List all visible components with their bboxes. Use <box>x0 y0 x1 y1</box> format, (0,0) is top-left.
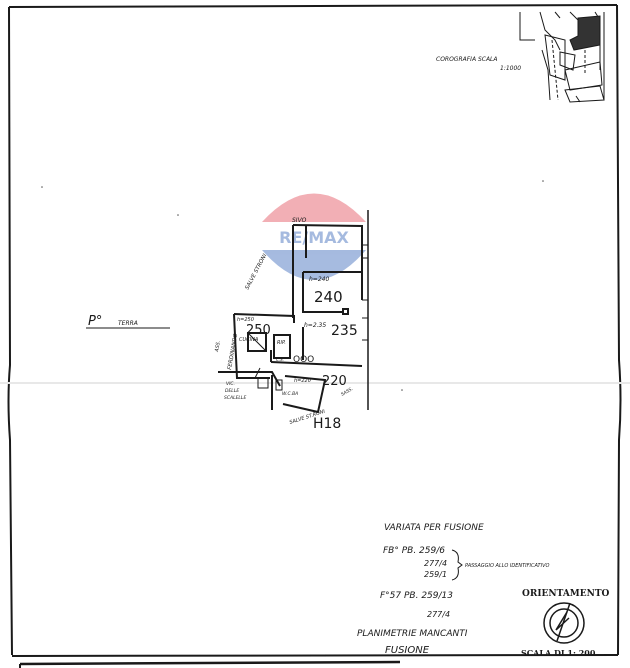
room-250-name: CUCINA <box>239 337 259 343</box>
note-line5: 277/4 <box>427 610 450 619</box>
note-bracket <box>451 549 463 581</box>
note-line2: 277/4 <box>424 559 447 568</box>
note-line7: FUSIONE <box>385 645 430 656</box>
street-sw-2: DELLE <box>225 388 239 394</box>
room-240-height: h=240 <box>309 276 329 283</box>
street-northwest: SALVE STRONI <box>244 253 268 291</box>
note-line4: F°57 PB. 259/13 <box>380 591 453 601</box>
room-220-height: h=220 <box>294 378 311 384</box>
street-north: SIVO <box>292 217 307 224</box>
floor-label: TERRA <box>118 320 138 327</box>
room-240-area: 240 <box>314 288 343 306</box>
room-220-area: 220 <box>322 374 347 389</box>
corografia-map <box>519 11 605 103</box>
stair-label: C.S. <box>276 357 284 362</box>
sheet-frame <box>7 4 622 668</box>
room-235-area: 235 <box>331 323 358 339</box>
note-bracket-text: PASSAGGIO ALLO IDENTIFICATIVO <box>465 563 549 569</box>
remax-watermark: RE/MAX <box>262 193 366 280</box>
note-line1: FB° PB. 259/6 <box>383 546 445 556</box>
floor-prefix: P° <box>88 314 102 329</box>
room-250-area: 250 <box>246 323 271 338</box>
room-250-height: h=250 <box>237 317 254 323</box>
street-sw-1: VIC. <box>226 381 235 387</box>
corografia-scale: 1:1000 <box>500 65 521 72</box>
room-rip-label: RIP. <box>277 340 286 346</box>
orientation-label: ORIENTAMENTO <box>522 589 610 599</box>
remax-text: RE/MAX <box>279 228 349 247</box>
scale-label: SCALA DI 1: 200 <box>521 648 596 658</box>
stair-symbol: OOO <box>293 355 314 365</box>
corografia-label: COROGRAFIA SCALA <box>436 56 498 63</box>
note-line3: 259/1 <box>424 570 447 579</box>
street-west: FERDINANDO <box>227 332 239 370</box>
note-title: VARIATA PER FUSIONE <box>384 523 484 533</box>
floor-plan <box>218 210 369 414</box>
street-south-right: SASS. <box>340 386 354 398</box>
street-west-abbr: ASS. <box>214 340 222 353</box>
street-sw-3: SCALELLE <box>224 395 246 401</box>
room-235-height: h=2.35 <box>304 322 326 329</box>
wc-label: W.C.BA <box>282 391 298 397</box>
note-line6: PLANIMETRIE MANCANTI <box>357 629 468 639</box>
north-arrow-icon <box>543 602 585 644</box>
scan-specks <box>41 180 544 391</box>
parcel-number: H18 <box>313 416 341 432</box>
